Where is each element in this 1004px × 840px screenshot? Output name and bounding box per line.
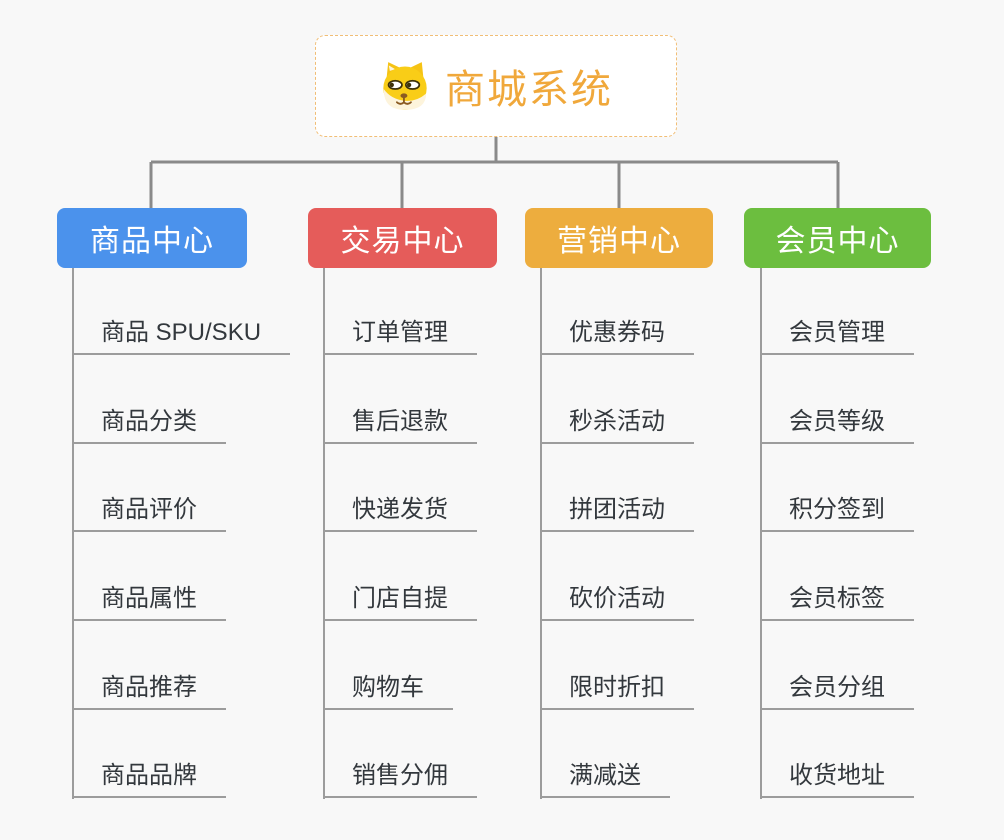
branch-node-marketing-center[interactable]: 营销中心 (525, 208, 713, 268)
leaf-item[interactable]: 商品 SPU/SKU (72, 318, 291, 355)
leaf-item[interactable]: 售后退款 (323, 407, 477, 444)
leaf-item[interactable]: 会员等级 (760, 407, 914, 444)
leaf-item[interactable]: 砍价活动 (540, 584, 694, 621)
leaf-item[interactable]: 快递发货 (323, 495, 477, 532)
leaf-item[interactable]: 满减送 (540, 761, 670, 798)
leaf-item[interactable]: 拼团活动 (540, 495, 694, 532)
leaf-item[interactable]: 门店自提 (323, 584, 477, 621)
branch-label: 交易中心 (340, 225, 465, 258)
branch-label: 会员中心 (775, 225, 900, 258)
root-node[interactable]: 商城系统 (315, 35, 677, 137)
leaf-item[interactable]: 积分签到 (760, 495, 914, 532)
leaf-item[interactable]: 订单管理 (323, 318, 477, 355)
branch-connector (149, 137, 840, 209)
leaf-item[interactable]: 商品评价 (72, 495, 226, 532)
leaf-item[interactable]: 销售分佣 (323, 761, 477, 798)
branch-label: 营销中心 (557, 225, 681, 258)
leaf-item[interactable]: 限时折扣 (540, 673, 694, 710)
leaf-item[interactable]: 商品品牌 (72, 761, 226, 798)
branch-node-member-center[interactable]: 会员中心 (744, 208, 931, 268)
branch-node-trade-center[interactable]: 交易中心 (308, 208, 497, 268)
dog-face-icon (383, 62, 427, 110)
root-title: 商城系统 (445, 68, 613, 112)
leaf-item[interactable]: 秒杀活动 (540, 407, 694, 444)
leaf-item[interactable]: 收货地址 (760, 761, 914, 798)
leaf-item[interactable]: 购物车 (323, 673, 453, 710)
leaf-item[interactable]: 会员管理 (760, 318, 914, 355)
branch-node-product-center[interactable]: 商品中心 (57, 208, 247, 268)
leaf-item[interactable]: 会员标签 (760, 584, 914, 621)
leaf-item[interactable]: 商品推荐 (72, 673, 226, 710)
leaf-item[interactable]: 商品分类 (72, 407, 226, 444)
leaf-item[interactable]: 商品属性 (72, 584, 226, 621)
branch-label: 商品中心 (90, 225, 214, 258)
leaf-item[interactable]: 优惠券码 (540, 318, 694, 355)
leaf-item[interactable]: 会员分组 (760, 673, 914, 710)
